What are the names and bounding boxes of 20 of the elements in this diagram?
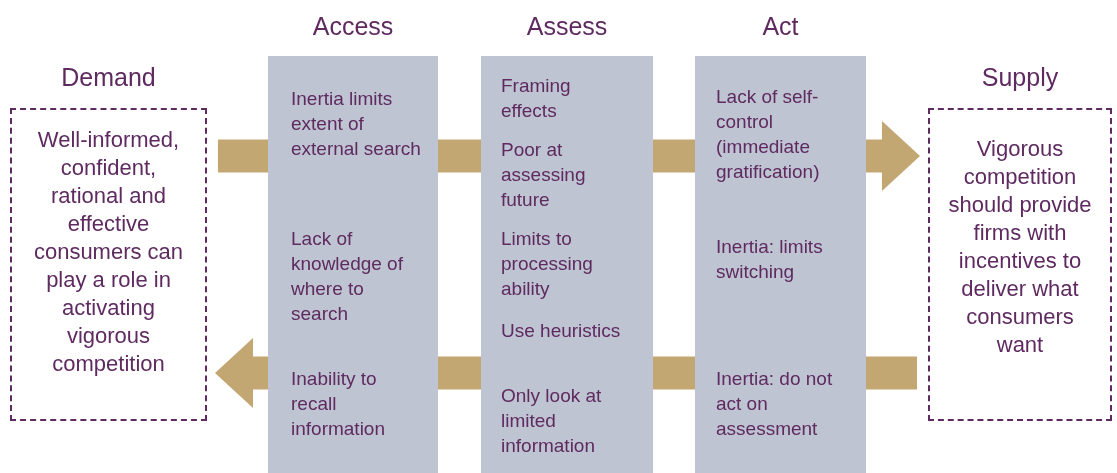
barrier-text: Lack of knowledge of where to search	[291, 227, 404, 326]
barrier-text: Inability to recall information	[291, 367, 386, 441]
barrier-text: Limits to processing ability	[501, 227, 594, 301]
column-heading: Act	[761, 11, 800, 41]
description-text: Well-informed, confident, rational and effective consumers can play a role in activating vigorous competition	[32, 126, 185, 378]
barrier-text: Use heuristics	[501, 319, 621, 343]
description-text: Vigorous competition should provide firms with incentives to deliver what consumers want	[947, 135, 1093, 359]
heading: Demand	[60, 62, 157, 92]
heading: Supply	[980, 62, 1060, 92]
barrier-text: Inertia: do not act on assessment	[716, 367, 834, 441]
arrow	[866, 121, 920, 191]
barrier-text: Poor at assessing future	[501, 138, 587, 212]
barrier-text: Inertia: limits switching	[716, 235, 824, 284]
barrier-text: Framing effects	[501, 74, 572, 123]
barrier-text: Lack of self-control (immediate gratification)	[716, 85, 821, 184]
barrier-text: Inertia limits extent of external search	[291, 87, 421, 161]
column-heading: Assess	[525, 11, 609, 41]
barrier-text: Only look at limited information	[501, 384, 603, 458]
arrow	[215, 338, 268, 408]
column-heading: Access	[311, 11, 395, 41]
